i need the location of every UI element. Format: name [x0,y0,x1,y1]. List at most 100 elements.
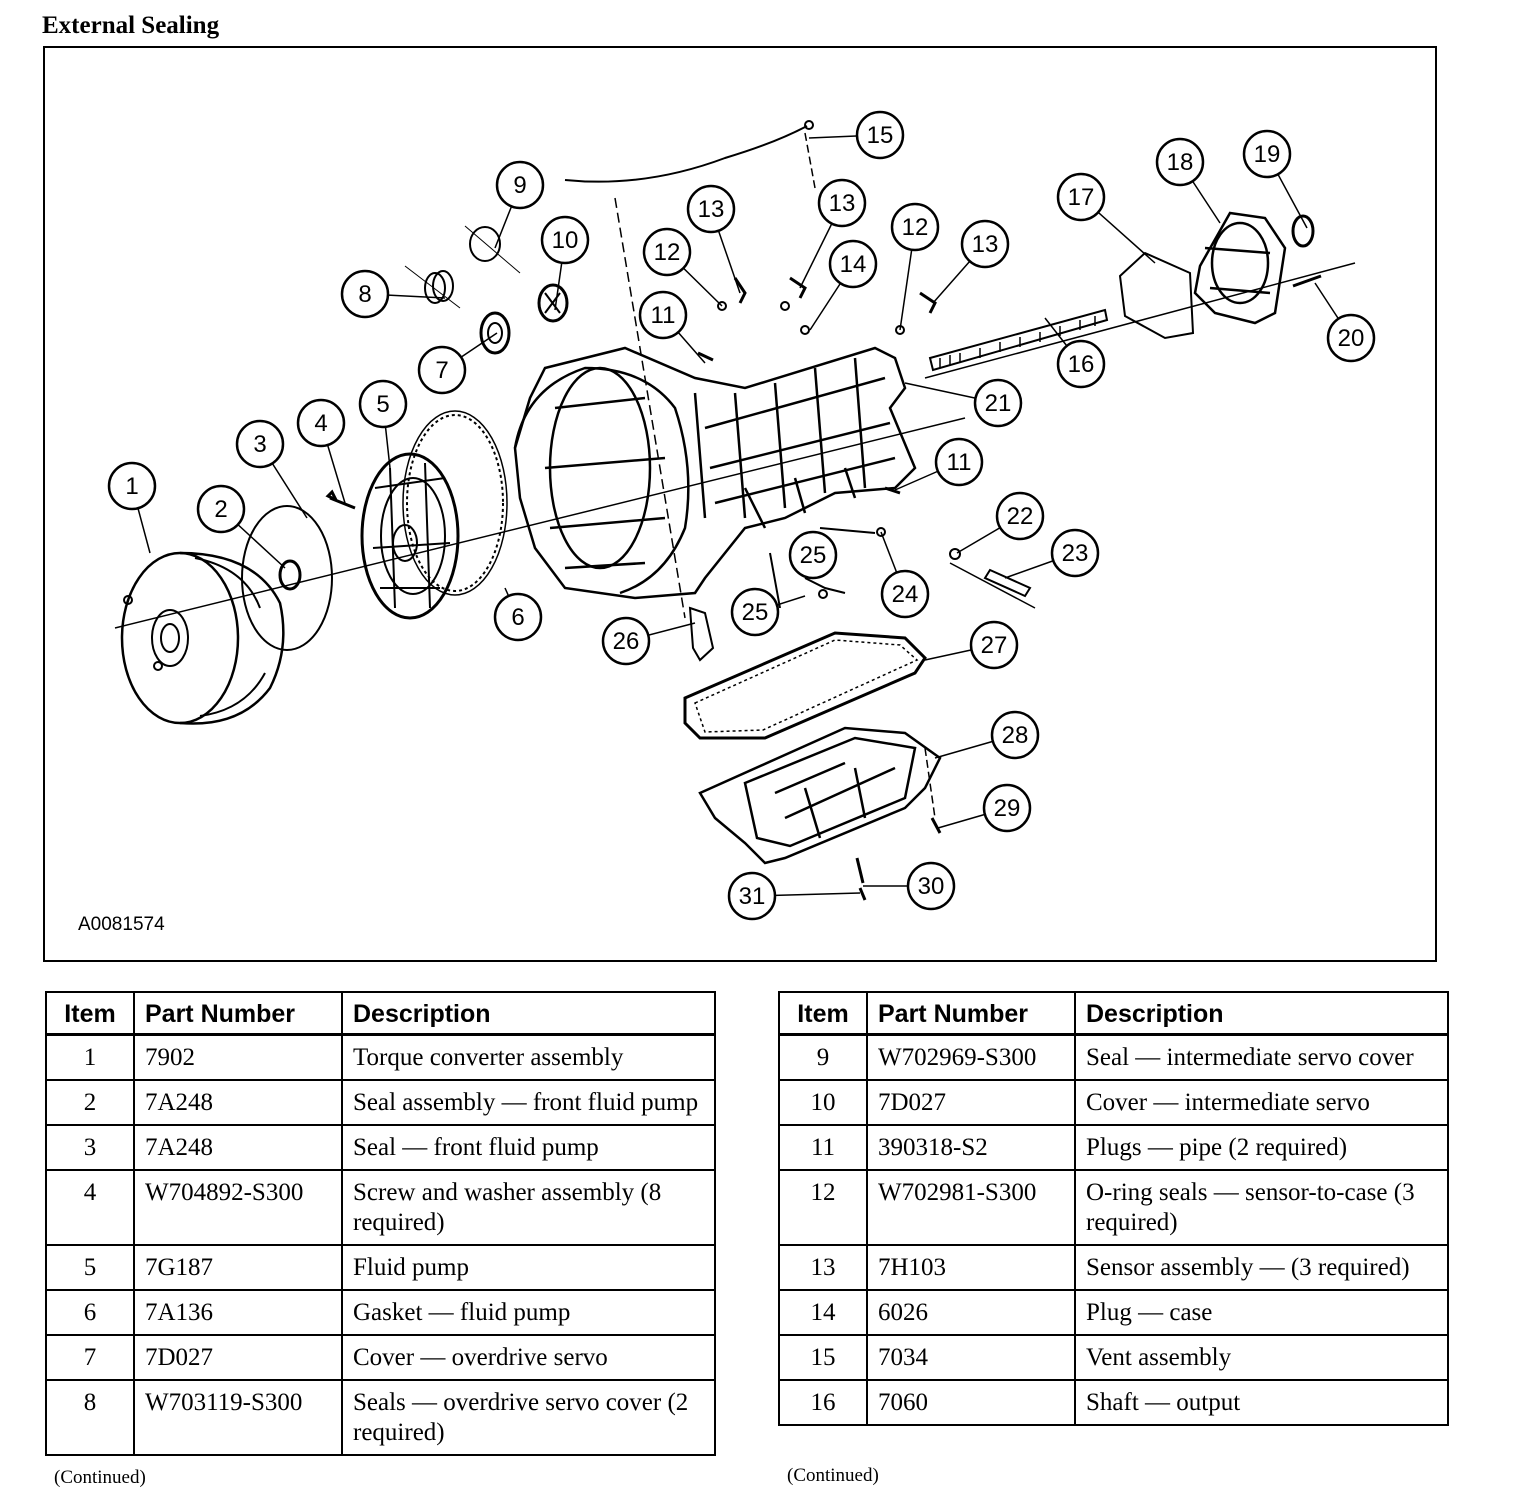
item-cell: 13 [778,1244,868,1291]
callout-circle [686,184,736,234]
callout-circle [493,592,543,642]
callout-number: 8 [358,281,371,308]
description-cell: Fluid pump [341,1244,716,1291]
oil-pan-drawing [698,726,942,865]
callout-number: 24 [892,581,919,608]
callout-number: 22 [1007,503,1034,530]
table-header-row: Item Part Number Description [778,991,1449,1036]
part-number-cell: 7060 [866,1379,1076,1426]
callout-6: 6 [493,587,543,642]
description-cell: Seals — overdrive servo cover (2 require… [341,1379,716,1456]
callout-circle [107,461,157,511]
callout-26: 26 [601,616,696,666]
item-cell: 15 [778,1334,868,1381]
part-number-cell: W703119-S300 [133,1379,343,1456]
part-number-cell: 7H103 [866,1244,1076,1291]
callout-circle [1155,137,1205,187]
part-number-cell: 7G187 [133,1244,343,1291]
callout-circle [642,227,692,277]
figure-id: A0081574 [78,914,165,935]
item-cell: 5 [45,1244,135,1291]
callout-number: 2 [214,496,227,523]
callout-number: 15 [867,122,894,149]
description-cell: O-ring seals — sensor-to-case (3 require… [1074,1169,1449,1246]
callout-29: 29 [937,783,1032,833]
callout-circle [960,219,1010,269]
callout-circle [990,710,1040,760]
part-number-cell: 390318-S2 [866,1124,1076,1171]
callout-number: 13 [698,196,725,223]
description-cell: Plug — case [1074,1289,1449,1336]
item-cell: 16 [778,1379,868,1426]
callout-number: 12 [654,239,681,266]
callout-number: 5 [376,391,389,418]
callout-number: 1 [125,473,138,500]
callout-number: 11 [651,302,676,329]
callout-number: 20 [1338,325,1365,352]
callout-circle [828,239,878,289]
callout-15: 15 [808,110,905,160]
callout-circle [495,160,545,210]
part-number-cell: 7A248 [133,1079,343,1126]
callout-7: 7 [417,332,498,395]
callout-circle [890,202,940,252]
part-number-cell: 7D027 [866,1079,1076,1126]
output-shaft-drawing [928,308,1109,372]
callout-13: 13 [799,178,867,289]
callout-11: 11 [638,290,706,364]
callout-number: 14 [840,251,867,278]
callout-number: 11 [947,449,972,476]
item-cell: 1 [45,1033,135,1081]
callout-number: 21 [985,390,1012,417]
callout-17: 17 [1056,172,1156,264]
callout-circle [196,484,246,534]
callout-13: 13 [686,184,741,294]
callout-25: 25 [730,587,806,637]
part-number-cell: 6026 [866,1289,1076,1336]
callout-number: 16 [1068,351,1095,378]
column-header-description: Description [1074,991,1449,1036]
column-header-item: Item [778,991,868,1036]
column-header-part-number: Part Number [866,991,1076,1036]
main-axis-line [114,417,966,629]
callout-3: 3 [235,419,308,519]
callout-number: 13 [829,190,856,217]
callout-circle [1050,528,1100,578]
callout-1: 1 [107,461,157,554]
callout-number: 25 [742,599,769,626]
transmission-exploded-diagram: 1234567891011111212131313141516171819202… [107,110,1376,921]
part-number-cell: 7D027 [133,1334,343,1381]
description-cell: Seal — front fluid pump [341,1124,716,1171]
callout-circle [817,178,867,228]
section-title: External Sealing [42,12,220,39]
callout-8: 8 [340,269,446,319]
description-cell: Gasket — fluid pump [341,1289,716,1336]
callout-5: 5 [358,379,408,469]
callout-number: 17 [1068,184,1095,211]
part-number-cell: W702981-S300 [866,1169,1076,1246]
callout-20: 20 [1314,282,1376,363]
callout-4: 4 [296,398,346,504]
callout-circle [934,437,984,487]
description-cell: Cover — overdrive servo [341,1334,716,1381]
callout-number: 25 [800,542,827,569]
callout-28: 28 [934,710,1040,760]
item-cell: 14 [778,1289,868,1336]
item-cell: 6 [45,1289,135,1336]
callout-number: 3 [253,431,266,458]
callout-number: 6 [511,604,524,631]
callout-number: 29 [994,795,1021,822]
part-number-cell: W704892-S300 [133,1169,343,1246]
part-number-cell: 7A136 [133,1289,343,1336]
callout-circle [1056,172,1106,222]
callout-circle [880,569,930,619]
callout-number: 4 [314,410,327,437]
